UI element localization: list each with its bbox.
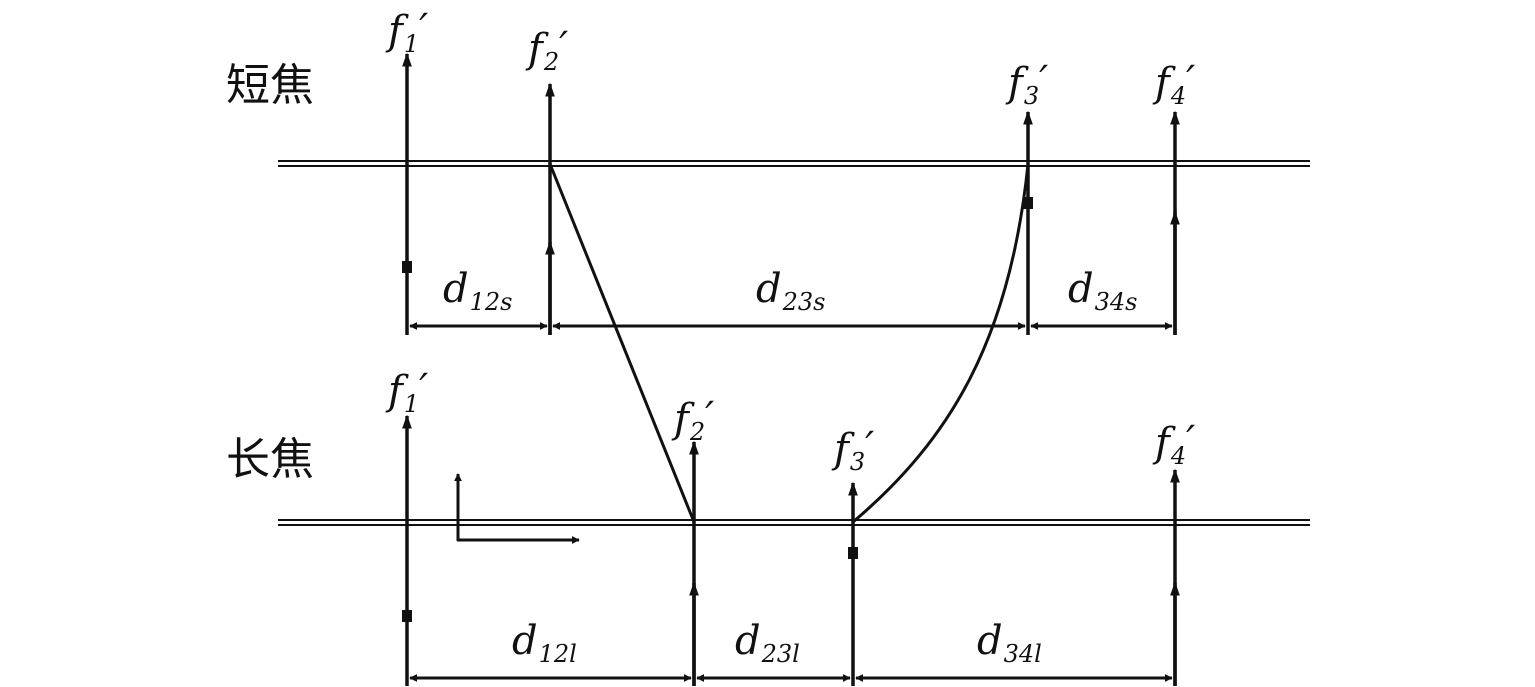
d23s-label: d23s: [756, 266, 825, 316]
d12l-label: d12l: [512, 618, 577, 668]
long-f1-label: f1′: [385, 366, 428, 418]
short-f3-label: f3′: [1005, 58, 1048, 110]
long-f3-label: f3′: [831, 424, 874, 476]
long-f2-label: f2′: [671, 394, 714, 446]
d12s-label: d12s: [443, 266, 512, 316]
short-f4-label: f4′: [1152, 58, 1195, 110]
short-f1-label: f1′: [385, 6, 428, 58]
short-focus-title: 短焦: [226, 60, 314, 111]
long-lens-f1: [402, 414, 412, 686]
d34s-label: d34s: [1068, 266, 1137, 316]
short-lens-f1: [402, 52, 412, 335]
d23l-label: d23l: [735, 618, 800, 668]
short-optical-axis: [278, 160, 1310, 167]
short-lens-f3: [1023, 110, 1033, 335]
short-f2-label: f2′: [525, 24, 568, 76]
long-focus-title: 长焦: [226, 434, 314, 485]
long-optical-axis: [278, 519, 1310, 526]
long-f4-label: f4′: [1152, 418, 1195, 470]
d34l-label: d34l: [977, 618, 1042, 668]
f2-movement-trajectory: [548, 163, 696, 523]
coordinate-axes-icon: [454, 473, 580, 544]
long-lens-f3: [848, 481, 858, 686]
f3-movement-trajectory: [852, 163, 1030, 524]
